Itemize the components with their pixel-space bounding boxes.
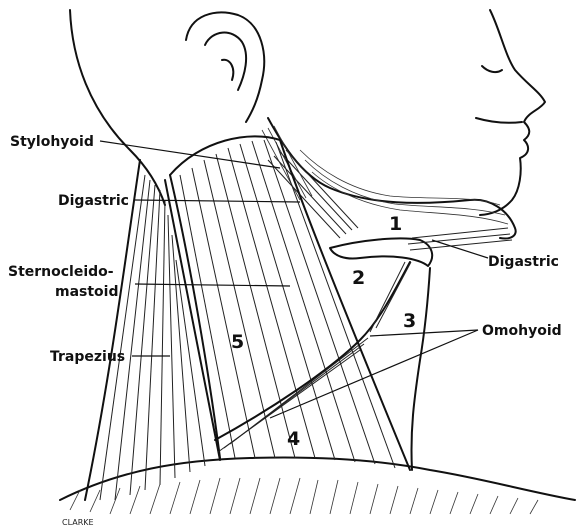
triangle-number-4: 4: [287, 428, 300, 450]
label-stylohyoid: Stylohyoid: [10, 134, 94, 150]
triangle-number-1: 1: [389, 213, 402, 235]
submandibular-region: [300, 150, 508, 224]
sternocleidomastoid-muscle: [170, 136, 410, 470]
label-trapezius: Trapezius: [50, 349, 125, 365]
label-digastric-left: Digastric: [58, 193, 129, 209]
label-sternocleidomastoid-line2: mastoid: [55, 284, 119, 300]
leader-omohyoid-lower: [270, 330, 478, 418]
triangle-number-3: 3: [403, 310, 416, 332]
pectoral-fibers: [70, 478, 538, 514]
artist-signature: CLARKE: [62, 518, 94, 527]
label-sternocleidomastoid-line1: Sternocleido-: [8, 264, 114, 280]
triangle-number-2: 2: [352, 267, 365, 289]
hyoid-bone: [330, 238, 432, 266]
label-digastric-right: Digastric: [488, 254, 559, 270]
omohyoid-muscle: [215, 262, 411, 452]
label-omohyoid: Omohyoid: [482, 323, 562, 339]
triangle-number-5: 5: [231, 331, 244, 353]
